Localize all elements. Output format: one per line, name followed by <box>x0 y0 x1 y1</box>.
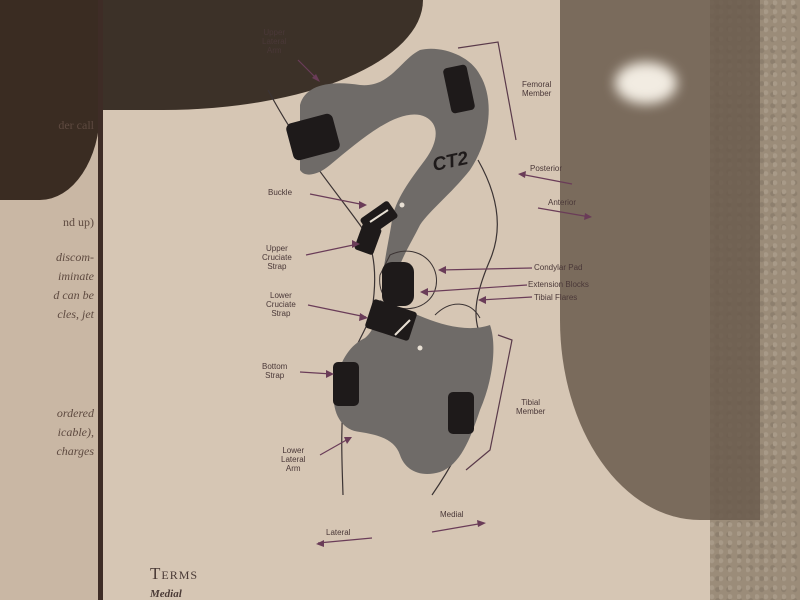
femoral-strap <box>443 64 475 114</box>
label-tibial-flares: Tibial Flares <box>534 293 578 302</box>
left-text-line: icable), <box>57 425 94 439</box>
left-page-shadow <box>0 0 100 200</box>
lower-buckle-clip <box>394 319 411 336</box>
hinge-screw <box>399 202 405 208</box>
label-extension-blocks: Extension Blocks <box>528 280 589 289</box>
left-text-line: charges <box>56 444 94 458</box>
left-page: der call nd up) discom- iminate d can be… <box>0 0 100 600</box>
tibial-flare-curve <box>434 303 481 319</box>
femoral-bracket <box>457 41 517 141</box>
left-text-line: discom- <box>56 250 94 264</box>
label-posterior: Posterior <box>530 164 563 173</box>
left-text-line: d can be <box>53 288 94 302</box>
label-anterior: Anterior <box>548 198 577 207</box>
upper-lateral-strap <box>286 113 340 161</box>
label-buckle: Buckle <box>268 188 293 197</box>
label-medial: Medial <box>440 510 464 519</box>
light-glare <box>615 62 677 104</box>
terms-heading: Terms <box>150 564 199 583</box>
arrowheads <box>312 74 592 547</box>
left-text-line: cles, jet <box>57 307 94 321</box>
femoral-member <box>300 48 489 282</box>
left-text-line: nd up) <box>63 215 94 229</box>
upper-cruciate-strap <box>354 223 382 255</box>
label-condylar-pad: Condylar Pad <box>534 263 583 272</box>
bottom-strap <box>333 362 359 406</box>
condylar-pad <box>382 262 414 306</box>
tibial-bracket <box>465 334 513 471</box>
left-text-line: der call <box>58 118 94 132</box>
left-text-line: iminate <box>58 269 94 283</box>
hinge-screw <box>417 345 423 351</box>
left-text-line: ordered <box>56 406 94 420</box>
book-spine <box>98 0 103 600</box>
buckle-clip <box>369 209 389 223</box>
lower-cruciate-strap <box>365 299 417 341</box>
label-lateral: Lateral <box>326 528 351 537</box>
tibial-strap <box>448 392 474 434</box>
next-term: Medial <box>150 588 182 600</box>
